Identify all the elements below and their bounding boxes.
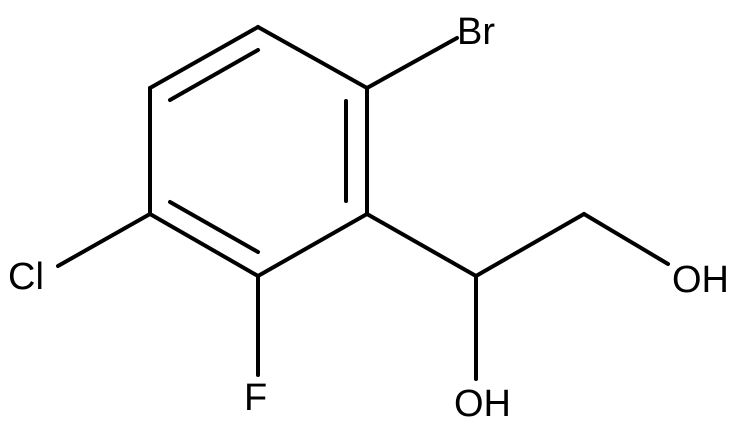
ring-bond-c4-c5-inner xyxy=(168,48,260,102)
bond-ch-ch2 xyxy=(474,212,586,278)
bond-ch2-oh xyxy=(582,212,670,266)
chlorine-label: Cl xyxy=(8,256,44,298)
ring-bond-c1-c2 xyxy=(256,212,369,278)
ring-bond-c4-c5 xyxy=(148,25,260,90)
bromine-label: Br xyxy=(457,11,495,53)
fluorine-label: F xyxy=(244,377,267,419)
bond-c6-br xyxy=(365,36,459,90)
ring-bond-c2-c3 xyxy=(148,212,260,278)
hydroxyl-label-primary: OH xyxy=(672,259,729,301)
ring-bond-c5-c6 xyxy=(256,25,369,90)
hydroxyl-label-secondary: OH xyxy=(454,383,511,425)
bond-c1-ch xyxy=(365,212,478,278)
bond-c3-cl xyxy=(56,212,152,268)
ring-bond-c2-c3-inner xyxy=(168,200,260,254)
